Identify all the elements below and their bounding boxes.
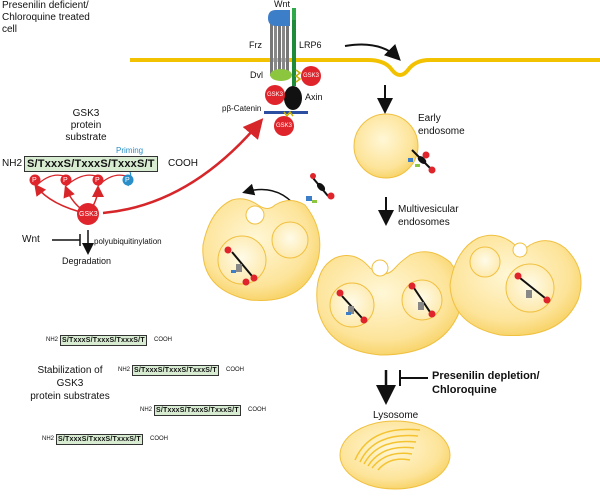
gsk3-label-bottom: GSK3 <box>276 123 293 129</box>
wnt-label: Wnt <box>274 0 291 9</box>
substrate-heading-1: GSK3 <box>72 108 100 119</box>
early-endosome-label-2: endosome <box>418 126 465 137</box>
early-endosome-label-1: Early <box>418 113 441 124</box>
mvb-label-1: Multivesicular <box>398 204 459 215</box>
stabilization-label-1: Stabilization of <box>37 365 103 376</box>
stab-seq-4-seq: S/TxxxS/TxxxS/TxxxS/T <box>56 434 143 445</box>
substrate-sequence: S/TxxxS/TxxxS/TxxxS/T <box>24 156 158 172</box>
phosphate-priming <box>122 174 134 186</box>
phosphate-2 <box>60 174 72 186</box>
inhibition-label-1: Presenilin depletion/ <box>432 370 540 382</box>
substrate-nh2: NH2 <box>2 158 23 169</box>
gsk3-sequestration-arrow <box>102 118 264 215</box>
polyubiquitinylation-label: polyubiquitinylation <box>94 237 162 246</box>
priming-label: Priming <box>116 146 144 155</box>
mvb-right <box>449 234 582 337</box>
stabilization-label-2: GSK3 <box>56 378 84 389</box>
mvb-left <box>202 198 321 301</box>
dvl-label: Dvl <box>250 70 263 80</box>
gsk3-circle-top <box>301 66 321 86</box>
stab-seq-1-cooh: COOH <box>154 337 172 343</box>
stab-seq-1-nh2: NH2 <box>46 337 59 343</box>
stab-seq-4-cooh: COOH <box>150 436 168 442</box>
p-label-2: P <box>63 177 68 184</box>
wnt-ligand <box>268 10 290 26</box>
axin-protein <box>284 86 302 110</box>
stab-seq-3-seq: S/TxxxS/TxxxS/TxxxS/T <box>154 405 241 416</box>
endocytosis-arrow <box>344 43 401 61</box>
lrp6-receptor <box>292 8 296 86</box>
beta-catenin-bar <box>264 111 308 114</box>
p-label-3: P <box>95 177 100 184</box>
lysosome-organelle <box>339 420 451 490</box>
frz-label: Frz <box>249 40 262 50</box>
gsk3-enzyme-circle <box>77 203 99 225</box>
substrate-heading-3: substrate <box>65 132 107 143</box>
phosphate-3 <box>92 174 104 186</box>
early-endosome <box>353 113 419 179</box>
gsk3-enzyme-label: GSK3 <box>79 211 98 218</box>
gsk3-label-top: GSK3 <box>303 73 320 79</box>
substrate-cooh: COOH <box>168 158 198 169</box>
wnt-inhibitor-label: Wnt <box>22 234 40 245</box>
gsk3-circle-left <box>265 85 285 105</box>
lysosome-label: Lysosome <box>373 410 419 421</box>
mvb-label-2: endosomes <box>398 217 450 228</box>
stab-seq-2-seq: S/TxxxS/TxxxS/TxxxS/T <box>132 365 219 376</box>
cell-title-1: Presenilin deficient/ <box>2 0 89 11</box>
stab-seq-3-nh2: NH2 <box>140 407 153 413</box>
receptor-complex <box>264 8 321 136</box>
frz-receptor <box>270 24 289 76</box>
dvl-protein <box>270 69 292 81</box>
lrp6-label: LRP6 <box>299 40 322 50</box>
pbeta-catenin-label: pβ-Catenin <box>222 104 262 113</box>
floating-complex <box>306 173 335 203</box>
stab-seq-1-seq: S/TxxxS/TxxxS/TxxxS/T <box>60 335 147 346</box>
p-label-1: P <box>32 177 37 184</box>
phosphate-1 <box>29 174 41 186</box>
cell-title-3: cell <box>2 24 18 35</box>
mvb-center <box>316 251 463 356</box>
gsk3-circle-bottom <box>274 116 294 136</box>
plasma-membrane <box>130 58 600 77</box>
inhibition-label-2: Chloroquine <box>432 384 497 396</box>
stabilization-label-3: protein substrates <box>30 391 110 402</box>
stab-seq-4-nh2: NH2 <box>42 436 55 442</box>
stab-seq-2-cooh: COOH <box>226 367 244 373</box>
early-endosome-complex <box>408 149 436 174</box>
p-label-4: P <box>125 177 130 184</box>
axin-label: Axin <box>305 92 323 102</box>
stab-seq-2-nh2: NH2 <box>118 367 131 373</box>
cell-title-2: Chloroquine treated <box>2 12 90 23</box>
degradation-label: Degradation <box>62 256 112 266</box>
gsk3-label-left: GSK3 <box>267 92 284 98</box>
substrate-heading-2: protein <box>70 120 102 131</box>
stab-seq-3-cooh: COOH <box>248 407 266 413</box>
